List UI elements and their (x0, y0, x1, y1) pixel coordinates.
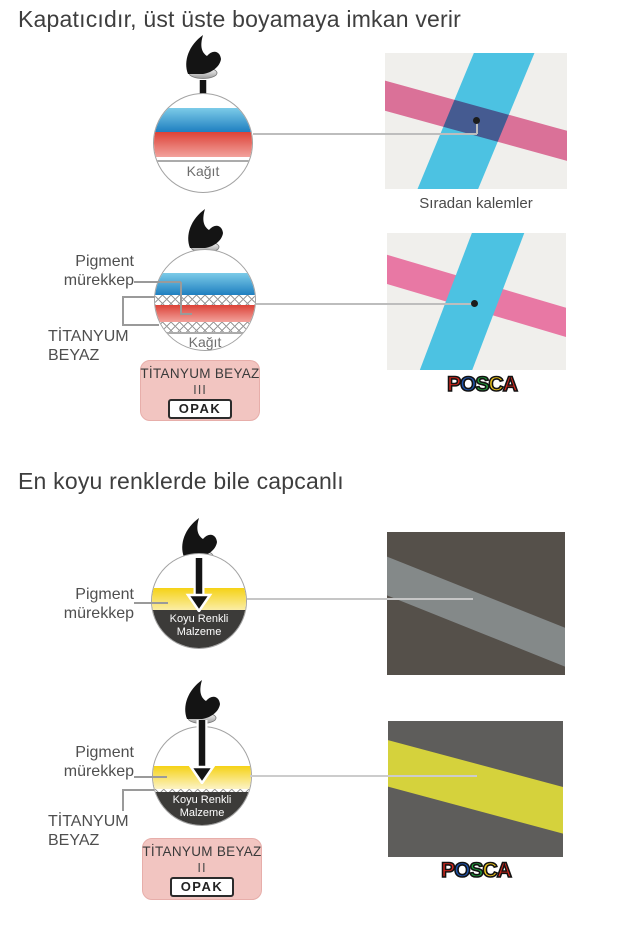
dark-material: Koyu Renkli Malzeme (153, 792, 251, 825)
faint-paint-stroke (387, 547, 565, 675)
label-line (122, 789, 124, 811)
paper-surface-line (155, 332, 255, 334)
ink-circle-dark-no-white: Koyu Renkli Malzeme (151, 553, 247, 649)
posca-letter: C (488, 372, 505, 397)
marker-tip-icon (186, 35, 221, 79)
badge-title: TİTANYUM BEYAZ (142, 844, 262, 859)
opak-button: OPAK (169, 877, 235, 897)
callout-line (250, 775, 477, 777)
blue-ink-band (155, 273, 255, 295)
posca-logo: POSCA (431, 858, 521, 883)
section1-title: Kapatıcıdır, üst üste boyamaya imkan ver… (18, 6, 462, 32)
label-line (180, 282, 182, 314)
callout-line (247, 598, 473, 600)
badge-level: III (193, 382, 207, 397)
posca-letter: P (446, 372, 462, 397)
marker-tip-icon (188, 209, 223, 253)
opacity-badge: TİTANYUM BEYAZ II OPAK (142, 838, 262, 900)
posca-logo: POSCA (437, 372, 527, 397)
posca-letter: O (459, 372, 477, 397)
titanium-white-band (155, 322, 255, 332)
titanium-white-band (155, 295, 255, 305)
titanium-white-label: TİTANYUM BEYAZ (48, 328, 129, 364)
label-line (134, 602, 168, 604)
posca-letter: S (469, 858, 485, 883)
paper-surface-line (154, 160, 252, 162)
section2-title: En koyu renklerde bile capcanlı (18, 468, 344, 494)
paper-label: Kağıt (188, 334, 222, 350)
blue-ink-band (154, 108, 252, 132)
posca-letter: C (482, 858, 499, 883)
posca-letter: P (440, 858, 456, 883)
callout-line (253, 133, 477, 135)
posca-letter: S (475, 372, 491, 397)
red-ink-band (154, 132, 252, 157)
badge-title: TİTANYUM BEYAZ (140, 366, 260, 381)
label-line (134, 776, 167, 778)
badge-level: II (197, 860, 207, 875)
label-line (134, 281, 181, 283)
callout-dot (471, 300, 478, 307)
callout-line (256, 303, 475, 305)
red-ink-band (155, 305, 255, 322)
posca-letter: O (453, 858, 471, 883)
label-line (122, 324, 159, 326)
dark-material-label: Koyu Renkli (169, 613, 229, 625)
titanium-white-label: TİTANYUM BEYAZ (48, 813, 129, 849)
label-line (122, 296, 124, 326)
posca-letter: A (502, 372, 519, 397)
down-arrow-icon (185, 558, 213, 612)
sample-image-dark-faint (387, 532, 565, 675)
opacity-badge: TİTANYUM BEYAZ III OPAK (140, 360, 260, 421)
dark-material: Koyu Renkli Malzeme (152, 610, 246, 648)
label-line (180, 313, 192, 315)
label-line (122, 789, 154, 791)
callout-dot (473, 117, 480, 124)
pigment-ink-label: Pigment mürekkep (63, 253, 134, 289)
ordinary-pens-caption: Sıradan kalemler (419, 195, 533, 212)
dark-material-label: Malzeme (179, 807, 225, 819)
down-arrow-icon (188, 720, 216, 784)
posca-letter: A (496, 858, 513, 883)
dark-material-label: Koyu Renkli (172, 794, 232, 806)
ink-circle-ordinary: Kağıt (153, 93, 253, 193)
ink-circle-posca-paper: Kağıt (154, 249, 256, 351)
label-line (122, 296, 155, 298)
dark-material-label: Malzeme (176, 626, 222, 638)
marker-tip-icon (185, 680, 220, 724)
callout-line (476, 123, 478, 134)
sample-image-dark-posca (388, 721, 563, 857)
pigment-ink-label: Pigment mürekkep (63, 744, 134, 780)
opak-button: OPAK (167, 399, 233, 419)
yellow-paint-stroke (388, 730, 563, 845)
pigment-ink-label: Pigment mürekkep (63, 586, 134, 622)
paper-label: Kağıt (186, 163, 220, 179)
